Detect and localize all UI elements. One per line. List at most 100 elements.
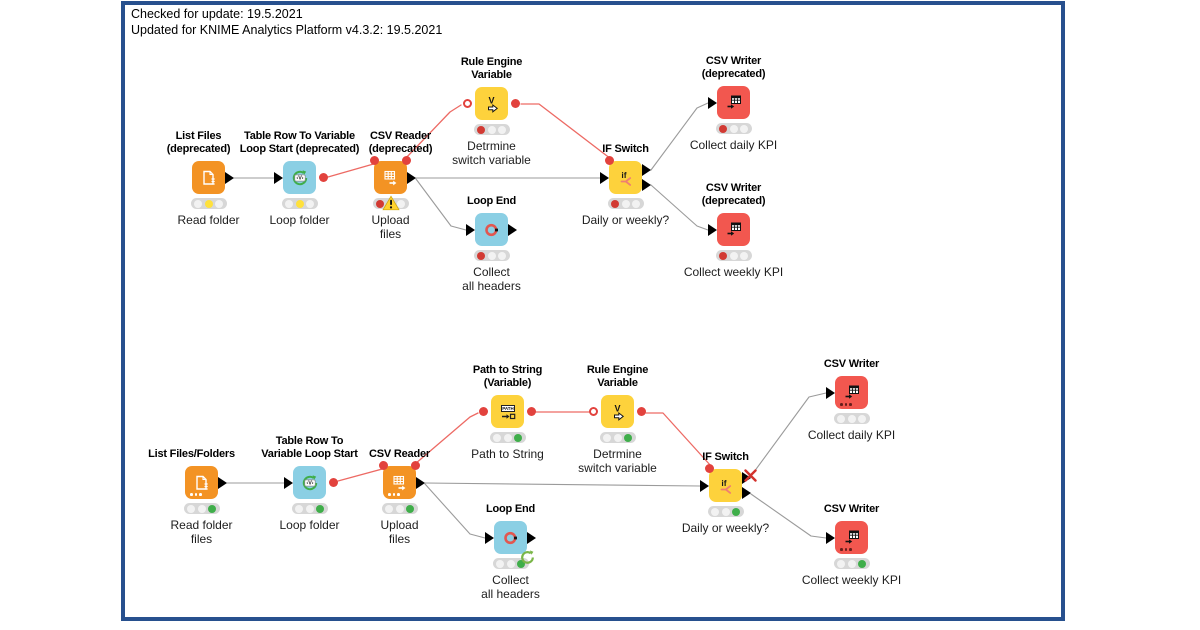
node-path-to-string-variable[interactable]: Path to String(Variable) PATH Path to St… bbox=[471, 364, 544, 461]
input-port[interactable] bbox=[466, 223, 475, 236]
node-if-switch-2[interactable]: IF Switch if Daily or weekly? bbox=[682, 451, 769, 535]
input-port[interactable] bbox=[600, 171, 609, 184]
input-port[interactable] bbox=[826, 386, 835, 399]
node-body[interactable]: V bbox=[601, 395, 634, 428]
input-port[interactable] bbox=[284, 476, 293, 489]
input-port[interactable] bbox=[485, 531, 494, 544]
list-files-icon bbox=[195, 475, 208, 490]
node-body[interactable] bbox=[494, 521, 527, 554]
node-body[interactable]: if bbox=[709, 469, 742, 502]
input-port[interactable] bbox=[700, 479, 709, 492]
output-port[interactable] bbox=[416, 476, 425, 489]
traffic-light bbox=[183, 503, 220, 514]
traffic-light bbox=[489, 432, 526, 443]
if-switch-icon: if bbox=[620, 170, 631, 186]
loop-end-icon bbox=[484, 223, 498, 236]
csv-writer-icon bbox=[845, 530, 859, 544]
svg-text:V: V bbox=[488, 95, 494, 105]
output-port-bottom[interactable] bbox=[742, 487, 751, 499]
node-body[interactable]: ‹V› bbox=[293, 466, 326, 499]
node-if-switch[interactable]: IF Switch if Daily or weekly? bbox=[582, 143, 669, 227]
input-port[interactable] bbox=[826, 531, 835, 544]
flow-variable-out-port[interactable] bbox=[527, 407, 536, 416]
flow-variable-out-port[interactable] bbox=[511, 99, 520, 108]
node-body[interactable] bbox=[717, 86, 750, 119]
node-caption: Collect weekly KPI bbox=[683, 265, 784, 279]
node-body[interactable] bbox=[475, 213, 508, 246]
node-body[interactable] bbox=[835, 376, 868, 409]
flow-variable-in-port[interactable] bbox=[463, 99, 472, 108]
flow-variable-in-port[interactable] bbox=[605, 156, 614, 165]
node-title: CSV Writer bbox=[823, 358, 880, 370]
svg-text:if: if bbox=[721, 478, 726, 488]
node-body[interactable] bbox=[185, 466, 218, 499]
flow-variable-out-port[interactable] bbox=[329, 478, 338, 487]
loop-start-icon: ‹V› bbox=[292, 169, 307, 185]
traffic-light bbox=[833, 413, 870, 424]
node-body[interactable] bbox=[717, 213, 750, 246]
rule-engine-variable-icon: V bbox=[613, 403, 624, 421]
node-body[interactable] bbox=[374, 161, 407, 194]
node-body[interactable] bbox=[383, 466, 416, 499]
input-port[interactable] bbox=[274, 171, 283, 184]
traffic-light bbox=[291, 503, 328, 514]
node-caption: Read folder bbox=[177, 213, 240, 227]
output-port[interactable] bbox=[508, 223, 517, 236]
flow-variable-in-port[interactable] bbox=[589, 407, 598, 416]
output-port-bottom[interactable] bbox=[642, 179, 651, 191]
input-port[interactable] bbox=[708, 223, 717, 236]
output-port-top[interactable] bbox=[642, 164, 651, 176]
flow-variable-in-port[interactable] bbox=[379, 461, 388, 470]
output-port[interactable] bbox=[527, 531, 536, 544]
flow-variable-out-port[interactable] bbox=[402, 156, 411, 165]
node-csv-writer-daily[interactable]: CSV Writer Collect daily KPI bbox=[808, 358, 895, 442]
output-port[interactable] bbox=[218, 476, 227, 489]
node-body[interactable]: V bbox=[475, 87, 508, 120]
node-body[interactable]: if bbox=[609, 161, 642, 194]
node-list-files-deprecated[interactable]: List Files(deprecated) Read folder bbox=[167, 130, 240, 227]
output-port[interactable] bbox=[407, 171, 416, 184]
svg-text:‹V›: ‹V› bbox=[296, 175, 303, 181]
node-body[interactable]: ‹V› bbox=[283, 161, 316, 194]
node-title: CSV Writer(deprecated) bbox=[701, 182, 766, 207]
node-body[interactable]: PATH bbox=[491, 395, 524, 428]
output-port[interactable] bbox=[225, 171, 234, 184]
node-caption: Collect daily KPI bbox=[807, 428, 896, 442]
flow-variable-in-port[interactable] bbox=[479, 407, 488, 416]
node-csv-writer-weekly[interactable]: CSV Writer Collect weekly KPI bbox=[802, 503, 901, 587]
flow-variable-out-port[interactable] bbox=[637, 407, 646, 416]
traffic-light bbox=[707, 506, 744, 517]
csv-reader-icon bbox=[392, 475, 405, 490]
flow-variable-in-port[interactable] bbox=[370, 156, 379, 165]
flow-variable-out-port[interactable] bbox=[411, 461, 420, 470]
csv-writer-icon bbox=[845, 385, 859, 399]
input-port[interactable] bbox=[708, 96, 717, 109]
annotation-line-2: Updated for KNIME Analytics Platform v4.… bbox=[131, 23, 443, 37]
node-body[interactable] bbox=[192, 161, 225, 194]
traffic-light bbox=[715, 250, 752, 261]
node-csv-writer-deprecated-weekly[interactable]: CSV Writer(deprecated) Collect weekly KP… bbox=[684, 182, 783, 279]
node-title: CSV Writer(deprecated) bbox=[701, 55, 766, 80]
flow-variable-out-port[interactable] bbox=[319, 173, 328, 182]
loop-start-icon: ‹V› bbox=[302, 474, 317, 490]
svg-text:‹V›: ‹V› bbox=[306, 480, 313, 486]
flow-variable-in-port[interactable] bbox=[705, 464, 714, 473]
node-csv-writer-deprecated-daily[interactable]: CSV Writer(deprecated) Collect daily KPI bbox=[690, 55, 777, 152]
node-body[interactable] bbox=[835, 521, 868, 554]
